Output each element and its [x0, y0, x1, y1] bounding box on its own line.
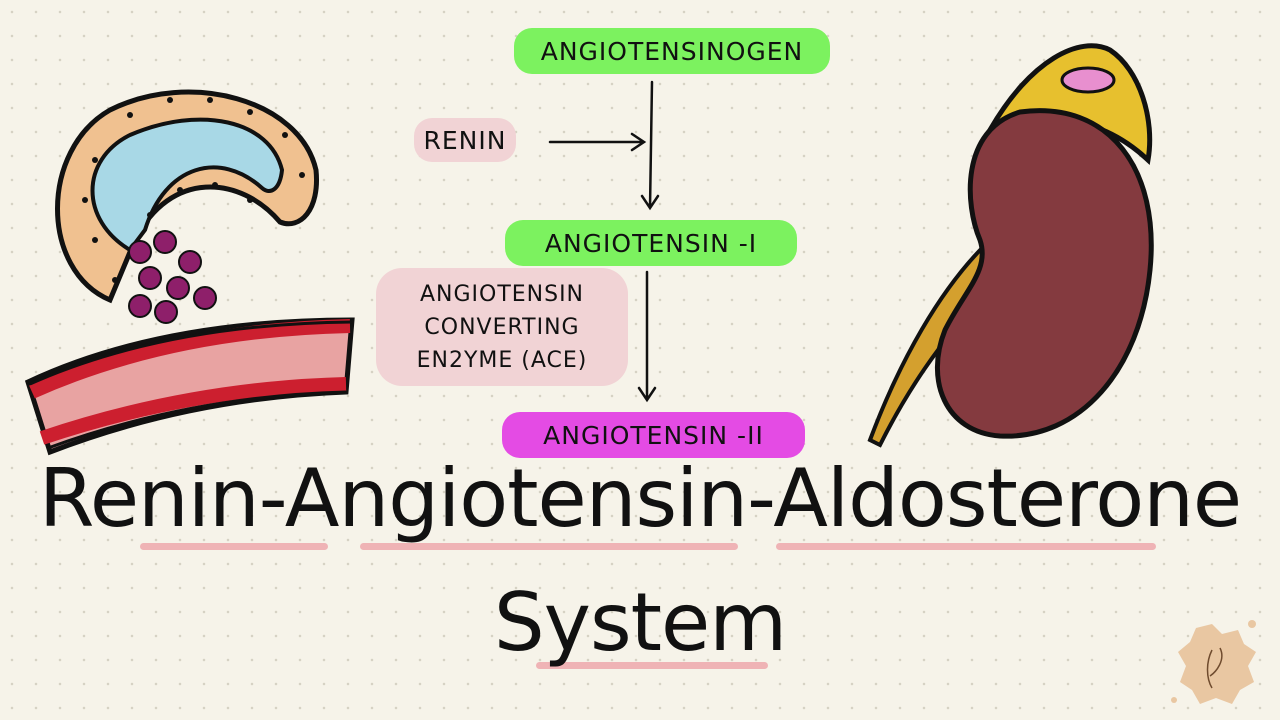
node-ace-line-1: ANGIOTENSIN	[419, 281, 585, 307]
title-underline-4	[536, 662, 768, 669]
node-angiotensin-1-label: ANGIOTENSIN -I	[544, 228, 758, 258]
flow-arrows	[548, 80, 660, 403]
arrow-angiotensinogen-to-angiotensin-1	[640, 80, 660, 211]
title-underline-2	[360, 543, 738, 550]
juxtaglomerular-illustration	[24, 89, 355, 456]
node-ace: ANGIOTENSIN CONVERTING EN2YME (ACE)	[376, 268, 628, 386]
granular-cells-icon	[128, 230, 217, 324]
title-underline-3	[776, 543, 1156, 550]
node-renin: RENIN	[414, 118, 516, 162]
node-angiotensinogen: ANGIOTENSINOGEN	[514, 28, 830, 74]
arrow-renin	[548, 132, 647, 152]
page-title: Renin-Angiotensin-Aldosterone	[38, 452, 1242, 545]
arrow-angiotensin-1-to-angiotensin-2	[637, 270, 657, 403]
node-ace-line-3: EN2YME (ACE)	[416, 347, 588, 373]
node-angiotensin-2: ANGIOTENSIN -II	[502, 412, 805, 458]
node-angiotensin-1: ANGIOTENSIN -I	[505, 220, 797, 266]
node-renin-label: RENIN	[423, 125, 507, 155]
page-subtitle: System	[493, 576, 787, 669]
kidney-icon	[934, 108, 1154, 439]
title-underline-1	[140, 543, 328, 550]
logo-splash-icon	[1178, 624, 1256, 704]
node-ace-line-2: CONVERTING	[424, 314, 580, 340]
node-angiotensin-2-label: ANGIOTENSIN -II	[543, 420, 764, 450]
node-angiotensinogen-label: ANGIOTENSINOGEN	[540, 36, 804, 66]
kidney-illustration	[867, 43, 1154, 448]
